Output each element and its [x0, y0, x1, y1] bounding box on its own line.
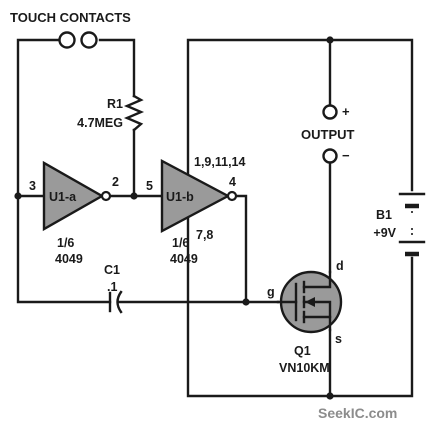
touch-right-wire: [98, 38, 136, 98]
u1a-part: 4049: [55, 252, 83, 266]
touch-left-wire: [16, 38, 62, 198]
c1-plate-curved: [116, 290, 123, 314]
q1-part-label: VN10KM: [279, 361, 330, 375]
touch-contact-left: [58, 31, 76, 49]
q1-source-label: s: [335, 332, 342, 346]
output-minus-terminal: [322, 148, 338, 164]
u1a-pin-in: 3: [29, 179, 36, 193]
c1-left-wire: [16, 194, 112, 304]
u1b-output-wire: [235, 194, 248, 304]
b1-name-label: B1: [376, 208, 392, 222]
c1-value-label: .1: [107, 280, 117, 294]
u1a-triangle: [42, 160, 105, 232]
u1b-bubble: [226, 190, 238, 202]
capacitor-c1: C1 .1: [104, 263, 123, 314]
u1a-bubble: [100, 190, 112, 202]
junction-dot: [14, 192, 22, 200]
u1b-label: U1-b: [166, 190, 194, 204]
output-plus-label: +: [342, 104, 350, 119]
q1-drain-label: d: [336, 259, 344, 273]
resistor-r1: R1 4.7MEG: [77, 94, 145, 132]
u1b-triangle: [160, 159, 231, 233]
output-plus-terminal: [322, 104, 338, 120]
junction-dot: [242, 298, 250, 306]
r1-value-label: 4.7MEG: [77, 116, 123, 130]
bottom-rail: [186, 214, 414, 398]
b1-value-label: +9V: [373, 226, 396, 240]
u1b-pin-in: 5: [146, 179, 153, 193]
watermark-label: SeekIC.com: [318, 405, 397, 421]
output-minus-label: −: [342, 148, 350, 163]
touch-contact-right: [80, 31, 98, 49]
junctions: [14, 36, 334, 400]
battery-b1: B1 +9V: [373, 192, 426, 257]
u1b-supply-pins: 1,9,11,14: [194, 155, 245, 169]
q1-drain-lead: [302, 270, 332, 289]
top-rail: [186, 38, 414, 192]
junction-dot: [130, 192, 138, 200]
u1a-pin-out: 2: [112, 175, 119, 189]
u1b-fraction: 1/6: [172, 236, 189, 250]
junction-dot: [326, 392, 334, 400]
u1b-pin-out: 4: [229, 175, 236, 189]
q1-arrow: [305, 297, 315, 307]
inverter-u1a: U1-a 3 2 1/6 4049: [29, 160, 119, 266]
output-terminals: + OUTPUT −: [301, 104, 355, 164]
inverter-u1b: U1-b 5 4 1,9,11,14 7,8 1/6 4049: [146, 155, 245, 266]
wires: [16, 38, 414, 398]
u1b-ground-pins: 7,8: [196, 228, 213, 242]
u1b-part: 4049: [170, 252, 198, 266]
q1-gate-label: g: [267, 285, 275, 299]
touch-contacts-label: TOUCH CONTACTS: [10, 10, 131, 25]
u1a-label: U1-a: [49, 190, 77, 204]
junction-dot: [326, 36, 334, 44]
q1-name-label: Q1: [294, 344, 311, 358]
output-label: OUTPUT: [301, 127, 355, 142]
c1-name-label: C1: [104, 263, 120, 277]
mosfet-q1: g d s Q1 VN10KM: [267, 259, 344, 375]
resistor-zigzag: [123, 94, 145, 132]
u1a-fraction: 1/6: [57, 236, 74, 250]
r1-name-label: R1: [107, 97, 123, 111]
touch-contacts: TOUCH CONTACTS: [10, 10, 131, 49]
